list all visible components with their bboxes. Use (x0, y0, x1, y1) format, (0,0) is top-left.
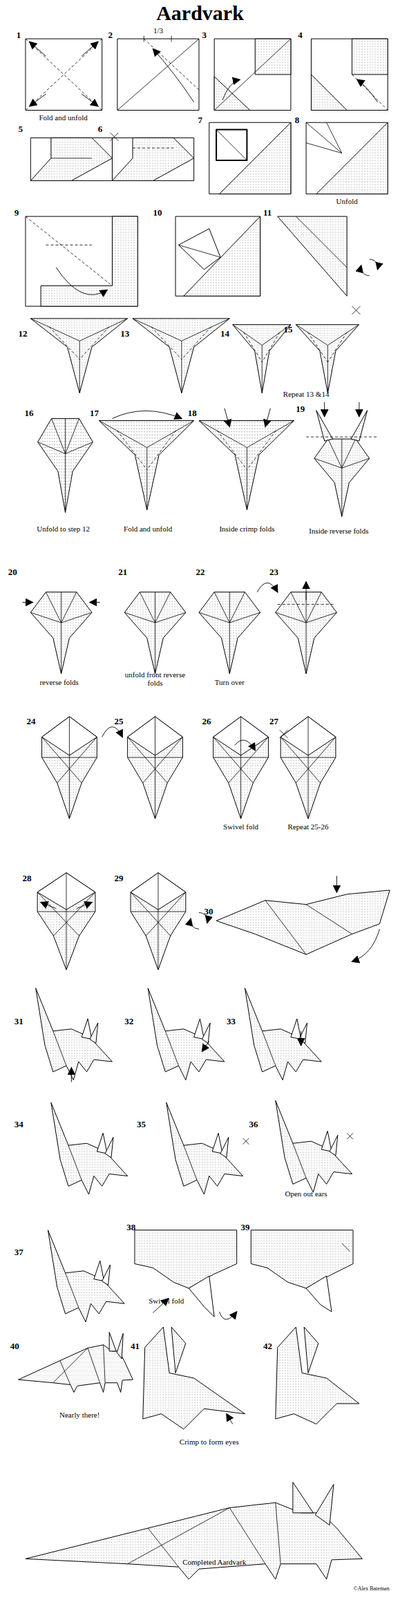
step-number: 3 (201, 30, 207, 41)
step-number: 17 (89, 408, 99, 418)
step-number: 18 (187, 408, 197, 418)
step-number: 13 (120, 328, 130, 339)
step-caption: Fold and unfold (38, 113, 88, 122)
step-number: 28 (22, 873, 32, 883)
step-number: 26 (201, 716, 211, 727)
step-caption: 1/3 (153, 26, 164, 35)
step-caption: Open out ears (285, 1188, 328, 1198)
step-number: 19 (295, 404, 305, 414)
step-caption: Unfold to step 12 (36, 524, 90, 533)
diagram-title: Aardvark (156, 1, 244, 25)
step-number: 22 (196, 567, 206, 577)
step-number: 4 (297, 30, 303, 41)
step-number: 37 (14, 1246, 24, 1257)
step-number: 40 (10, 1340, 20, 1351)
step-number: 39 (241, 1222, 251, 1232)
step-caption: Nearly there! (59, 1410, 100, 1419)
step-number: 34 (14, 1119, 24, 1129)
step-number: 35 (136, 1119, 146, 1129)
step-number: 24 (26, 716, 36, 727)
step-caption: Unfold (336, 196, 358, 206)
step-number: 12 (18, 328, 28, 339)
step-number: 38 (126, 1222, 136, 1232)
step-number: 10 (153, 207, 163, 218)
step-number: 14 (220, 328, 230, 339)
step-caption: Fold and unfold (123, 524, 173, 533)
step-number: 42 (263, 1340, 273, 1351)
step-number: 5 (18, 124, 24, 135)
step-number: 27 (269, 716, 279, 727)
step-number: 16 (24, 408, 34, 418)
step-caption: Swivel fold (223, 822, 259, 831)
step-number: 29 (113, 873, 123, 883)
step-number: 6 (98, 124, 103, 135)
step-number: 21 (118, 567, 128, 577)
step-number: 30 (203, 906, 213, 917)
step-number: 36 (248, 1119, 258, 1129)
step-caption: reverse folds (39, 677, 79, 687)
step-number: 15 (283, 324, 293, 335)
step-caption: Repeat 25-26 (288, 822, 329, 831)
step-number: 31 (14, 1016, 24, 1026)
step-number: 1 (16, 30, 22, 41)
step-caption: unfold front reverse folds (120, 670, 190, 687)
step-caption: Repeat 13 &14 (283, 389, 330, 398)
step-caption: Completed Aardvark (182, 1557, 246, 1566)
step-number: 9 (14, 207, 20, 218)
step-number: 32 (124, 1016, 134, 1026)
step-number: 33 (226, 1016, 236, 1026)
step-caption: Inside crimp folds (218, 524, 275, 533)
step-caption: Turn over (214, 677, 245, 687)
step-number: 25 (113, 716, 123, 727)
step-number: 23 (269, 567, 279, 577)
step-number: 2 (108, 30, 114, 41)
step-number: 11 (263, 207, 272, 218)
step-number: 7 (198, 115, 204, 126)
copyright-note: ©Alex Bateman (353, 1585, 390, 1592)
step-number: 20 (8, 567, 18, 577)
step-caption: Inside reverse folds (308, 526, 369, 535)
step-caption: Swivel fold (148, 1296, 184, 1305)
step-number: 8 (294, 115, 300, 126)
step-caption: Crimp to form eyes (179, 1436, 240, 1446)
step-number: 41 (130, 1340, 140, 1351)
